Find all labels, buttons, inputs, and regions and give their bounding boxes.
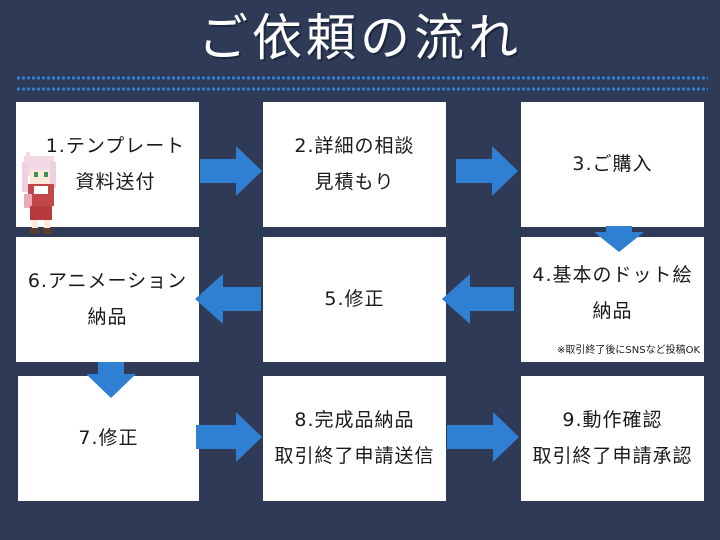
step-8-subtitle: 取引終了申請送信 — [274, 444, 435, 467]
page-title: ご依頼の流れ — [198, 9, 522, 67]
step-8-title: 8.完成品納品 — [294, 409, 415, 432]
step-9-title: 9.動作確認 — [562, 409, 663, 432]
arrow-down-6-7 — [86, 362, 136, 398]
step-9-box: 9.動作確認 取引終了申請承認 — [521, 376, 704, 501]
arrow-right-2-3 — [456, 146, 518, 196]
step-6-title: 6.アニメーション — [27, 270, 188, 293]
step-6-box: 6.アニメーション 納品 — [16, 237, 199, 362]
arrow-left-4-5 — [442, 274, 514, 324]
step-4-title: 4.基本のドット絵 — [532, 264, 693, 287]
step-5-box: 5.修正 — [263, 237, 446, 362]
step-6-subtitle: 納品 — [87, 305, 128, 328]
dotted-divider-top — [16, 76, 708, 80]
step-7-title: 7.修正 — [78, 426, 139, 449]
step-8-box: 8.完成品納品 取引終了申請送信 — [263, 376, 446, 501]
step-3-box: 3.ご購入 — [521, 102, 704, 227]
dotted-divider-bottom — [16, 87, 708, 91]
step-4-subtitle: 納品 — [592, 299, 633, 322]
step-2-subtitle: 見積もり — [314, 170, 395, 193]
step-2-box: 2.詳細の相談 見積もり — [263, 102, 446, 227]
arrow-left-5-6 — [195, 274, 261, 324]
step-4-box: 4.基本のドット絵 納品 ※取引終了後にSNSなど投稿OK — [521, 237, 704, 362]
pixel-character-icon — [22, 152, 56, 234]
step-4-note: ※取引終了後にSNSなど投稿OK — [557, 345, 700, 356]
arrow-down-3-4 — [594, 226, 644, 252]
step-5-title: 5.修正 — [324, 287, 385, 310]
step-7-box: 7.修正 — [18, 376, 199, 501]
step-9-subtitle: 取引終了申請承認 — [532, 444, 693, 467]
step-1-title: 1.テンプレート — [45, 135, 186, 158]
step-3-title: 3.ご購入 — [572, 152, 653, 175]
step-2-title: 2.詳細の相談 — [294, 135, 415, 158]
arrow-right-1-2 — [200, 146, 262, 196]
arrow-right-7-8 — [196, 412, 262, 462]
arrow-right-8-9 — [447, 412, 519, 462]
step-1-subtitle: 資料送付 — [75, 170, 156, 193]
